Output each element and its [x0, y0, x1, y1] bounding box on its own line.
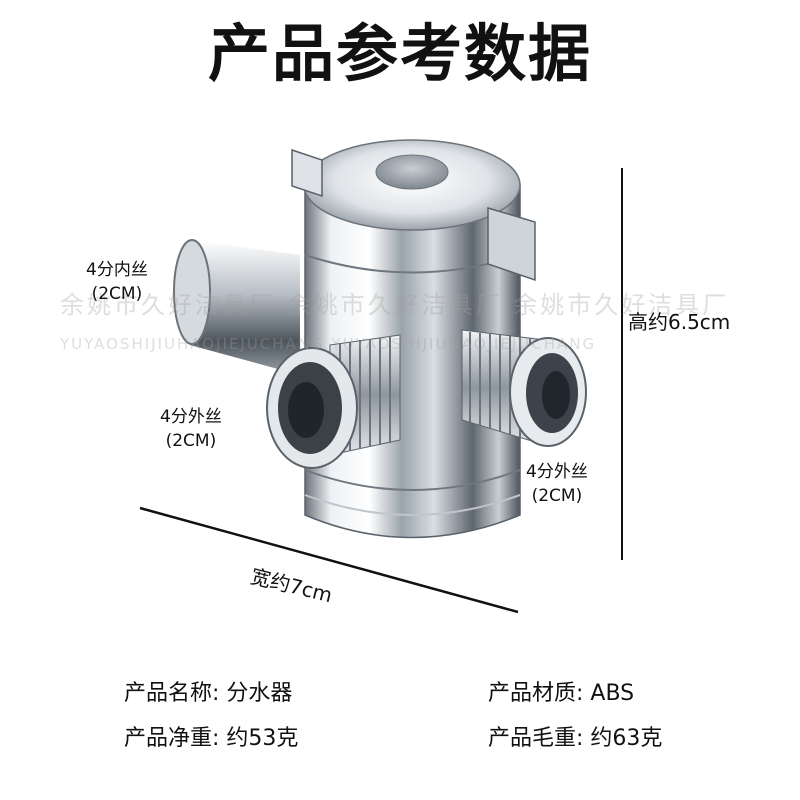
- handle-tab-left: [291, 148, 323, 198]
- spec-material: 产品材质: ABS: [488, 675, 634, 707]
- spec-net-weight: 产品净重: 约53克: [124, 720, 298, 752]
- spec-net-weight-value: 约53克: [226, 726, 299, 751]
- cap-button: [375, 154, 449, 190]
- spec-gross-weight: 产品毛重: 约63克: [488, 720, 662, 752]
- spec-name-value: 分水器: [226, 681, 293, 706]
- spec-gross-weight-label: 产品毛重:: [488, 726, 584, 751]
- spec-name-label: 产品名称:: [124, 681, 220, 706]
- spec-material-label: 产品材质:: [488, 681, 584, 706]
- watermark-pinyin: YUYAOSHIJIUHAOJIEJUCHANG YUYAOSHIJIUHAOJ…: [60, 335, 597, 353]
- inlet-pipe: [180, 240, 300, 375]
- label-outlet-right-size: (2CM): [531, 486, 583, 506]
- label-outlet-left: 4分外丝 (2CM): [160, 405, 222, 453]
- label-outlet-right-name: 4分外丝: [526, 462, 588, 482]
- spec-material-value: ABS: [590, 681, 635, 706]
- label-outlet-left-name: 4分外丝: [160, 407, 222, 427]
- spec-gross-weight-value: 约63克: [590, 726, 663, 751]
- spec-name: 产品名称: 分水器: [124, 675, 292, 707]
- label-outlet-left-size: (2CM): [165, 431, 217, 451]
- label-inlet: 4分内丝 (2CM): [86, 258, 148, 306]
- label-inlet-name: 4分内丝: [86, 260, 148, 280]
- height-label: 高约6.5cm: [628, 310, 731, 334]
- outlet-right: [461, 329, 587, 447]
- label-outlet-right: 4分外丝 (2CM): [526, 460, 588, 508]
- watermark-cn: 余姚市久好洁具厂 余姚市久好洁具厂 余姚市久好洁具厂: [60, 291, 730, 319]
- outlet-left: [266, 334, 401, 469]
- width-dimension-line: [139, 506, 519, 614]
- page-title: 产品参考数据: [207, 17, 592, 90]
- spec-net-weight-label: 产品净重:: [124, 726, 220, 751]
- handle-tab-right: [487, 206, 536, 282]
- label-inlet-size: (2CM): [91, 284, 143, 304]
- valve-body: [304, 184, 521, 539]
